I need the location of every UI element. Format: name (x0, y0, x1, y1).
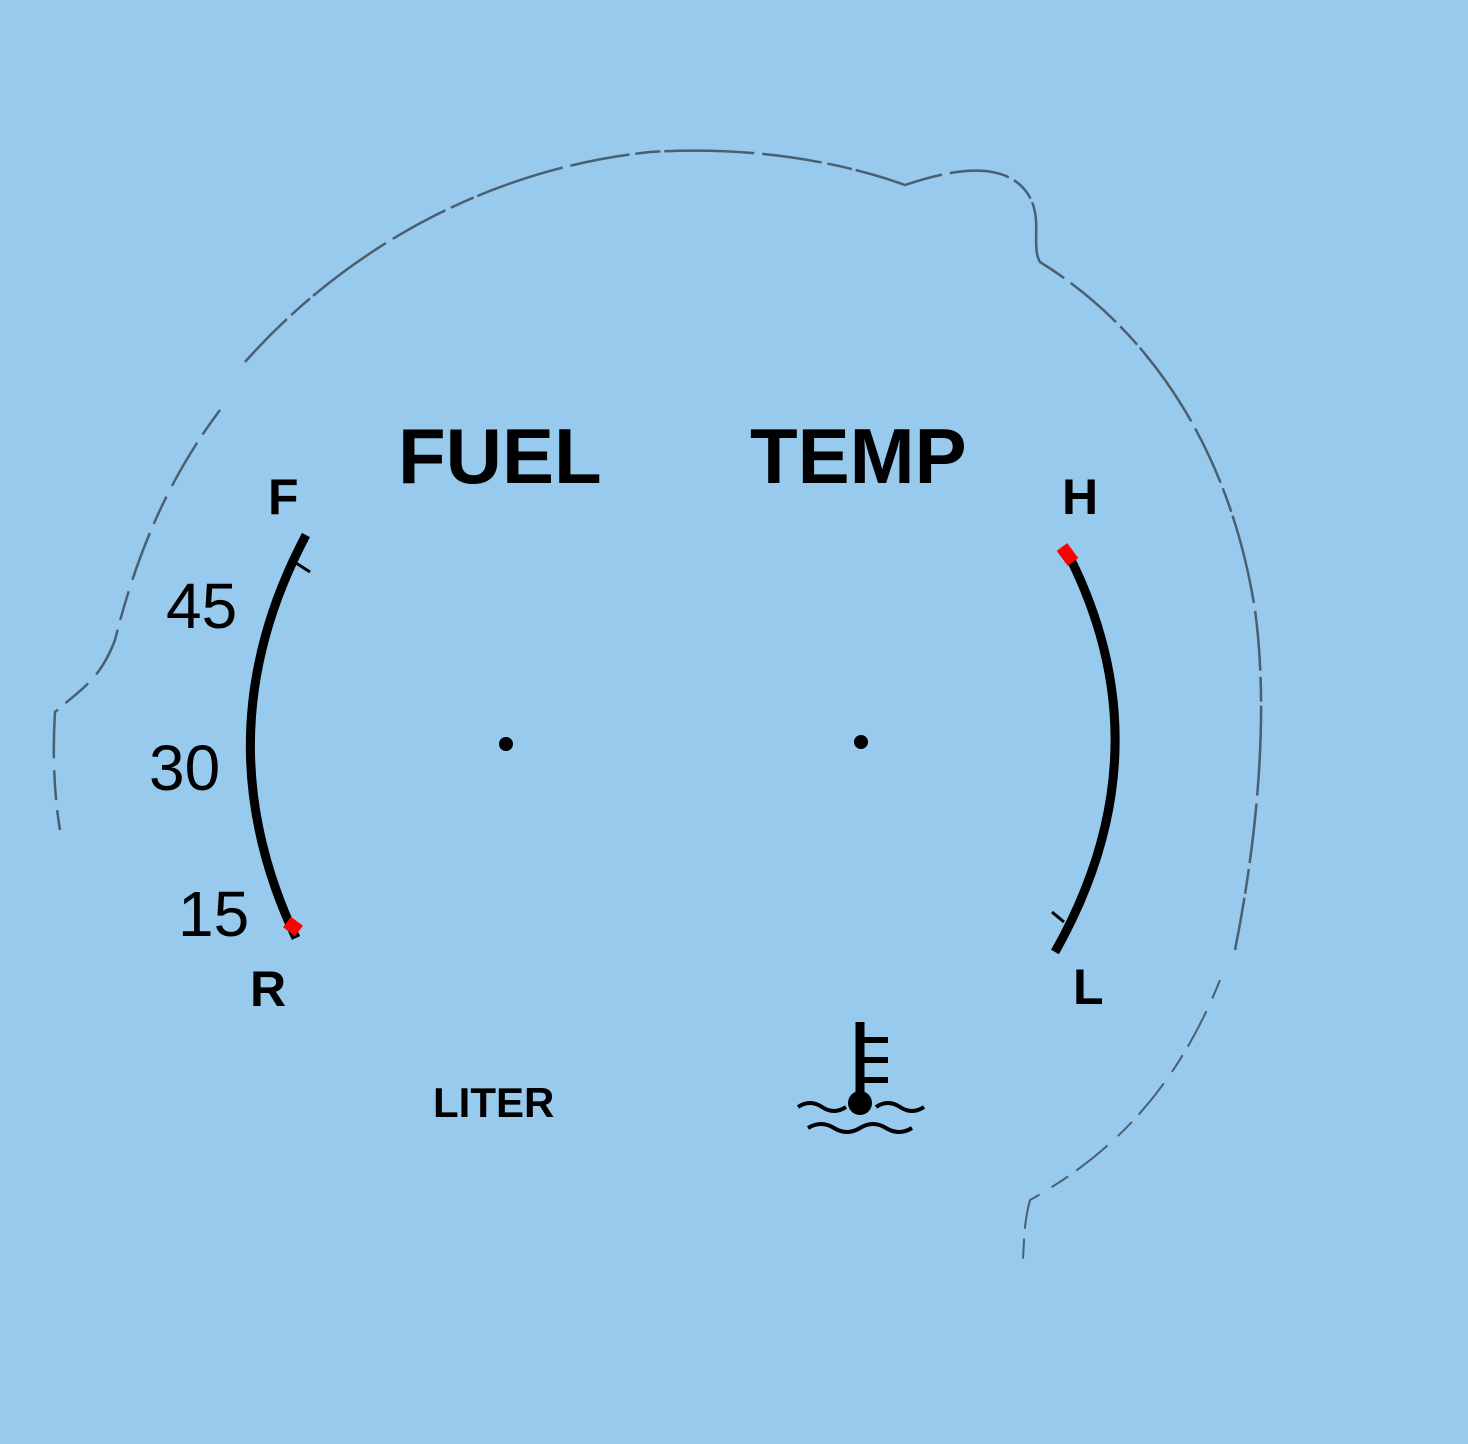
temp-high-label: H (1062, 469, 1099, 525)
fuel-unit-label: LITER (433, 1079, 555, 1126)
fuel-reserve-zone (283, 916, 303, 937)
fuel-reserve-label: R (250, 961, 287, 1017)
fuel-scale-label-45: 45 (166, 570, 238, 642)
fuel-full-label: F (268, 469, 299, 525)
temp-hot-zone (1056, 543, 1079, 566)
fuel-scale-label-15: 15 (178, 878, 250, 950)
fuel-scale-arc (245, 532, 310, 940)
fuel-needle-pivot (499, 737, 513, 751)
temp-scale-arc (1051, 545, 1120, 955)
temp-scale-tick (1051, 910, 1065, 924)
fuel-scale-label-30: 30 (149, 732, 221, 804)
dial-outline-bottom (1021, 979, 1221, 1266)
fuel-scale-tick (295, 561, 311, 574)
dial-outline-left (52, 409, 222, 831)
dial-outline (244, 149, 1263, 951)
fuel-title: FUEL (398, 412, 602, 500)
temp-low-label: L (1073, 959, 1104, 1015)
temp-title: TEMP (750, 412, 967, 500)
coolant-temperature-icon (796, 1022, 926, 1134)
temp-needle-pivot (854, 735, 868, 749)
